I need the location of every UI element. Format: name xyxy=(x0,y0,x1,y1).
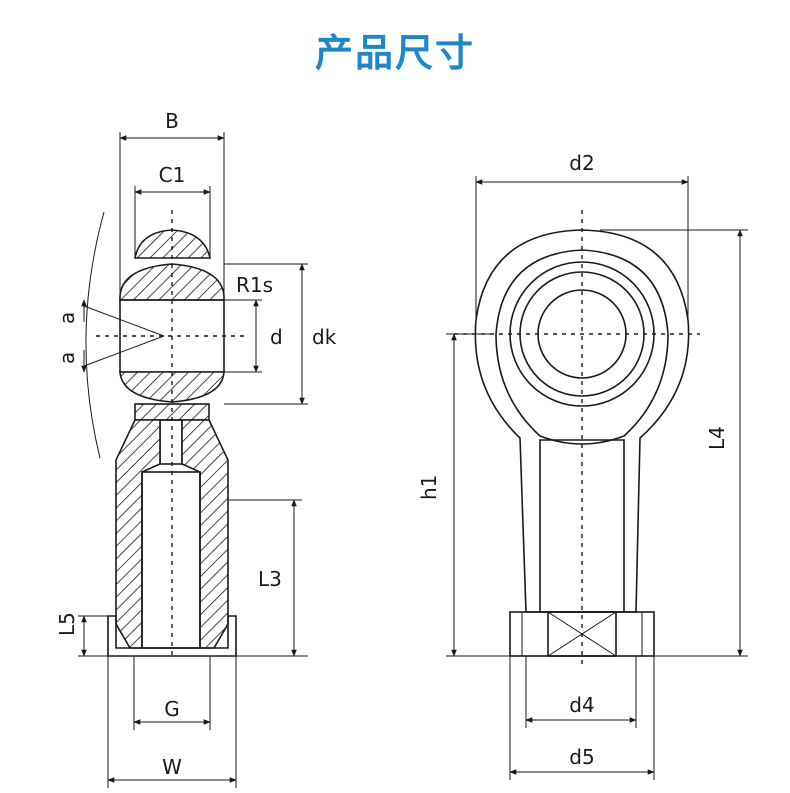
head-outer-profile xyxy=(474,229,690,613)
tilt-line-bottom xyxy=(83,335,165,367)
label-dk: dk xyxy=(312,325,337,349)
page-title: 产品尺寸 xyxy=(314,31,475,75)
shank-flange xyxy=(107,615,237,657)
shank-wall-right xyxy=(181,419,229,649)
label-B: B xyxy=(165,109,179,133)
label-d5: d5 xyxy=(569,745,594,769)
label-R1s: R1s xyxy=(236,273,273,297)
label-a-top: a xyxy=(55,312,79,324)
label-L3: L3 xyxy=(258,567,282,591)
housing-lower xyxy=(119,371,225,403)
label-d: d xyxy=(270,325,283,349)
label-L4: L4 xyxy=(705,426,729,450)
tilt-line-top xyxy=(83,305,165,337)
shank-wall-left xyxy=(115,419,161,649)
label-C1: C1 xyxy=(159,163,186,187)
hex-flat xyxy=(547,611,617,657)
label-a-bottom: a xyxy=(55,352,79,364)
ball-cap-top xyxy=(134,229,212,259)
neck-tube xyxy=(159,419,183,465)
shank-bore xyxy=(141,471,201,649)
tilt-arc xyxy=(85,211,105,459)
label-d2: d2 xyxy=(569,151,594,175)
label-d4: d4 xyxy=(569,693,594,717)
label-h1: h1 xyxy=(417,475,441,500)
label-G: G xyxy=(164,697,180,721)
side-view: B C1 R1s d dk a a L3 L5 G W xyxy=(55,109,337,788)
front-view: d2 L4 h1 d4 d5 xyxy=(417,151,748,780)
label-L5: L5 xyxy=(55,612,79,636)
head-inner-ring xyxy=(495,249,669,445)
label-W: W xyxy=(162,755,182,779)
